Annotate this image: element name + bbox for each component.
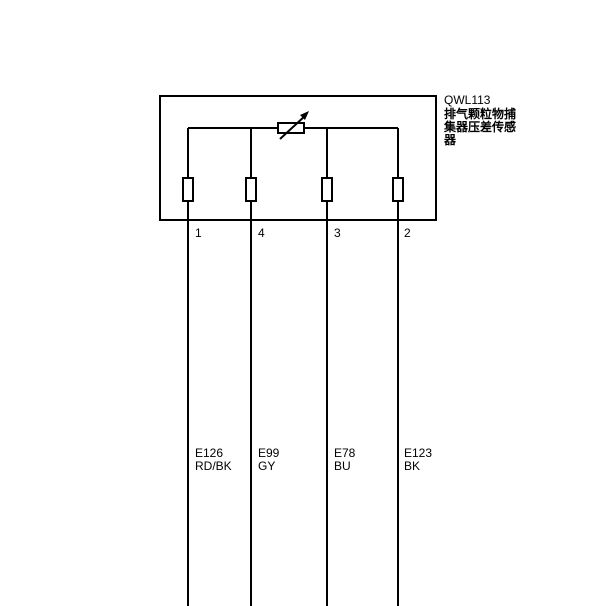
wire-color-1: RD/BK	[195, 459, 232, 473]
pin-branch-1	[182, 128, 194, 606]
component-name-line-2: 集器压差传感	[443, 119, 516, 134]
pin-branch-3	[321, 128, 333, 606]
wire-color-2: BK	[404, 459, 420, 473]
circuit-label-2: E123	[404, 446, 432, 460]
pin-1-resistor-icon	[182, 177, 194, 202]
variable-resistor-icon	[277, 111, 309, 140]
pin-branch-4	[245, 128, 257, 606]
pin-2-resistor-icon	[392, 177, 404, 202]
circuit-label-4: E99	[258, 446, 280, 460]
sensor-housing	[159, 95, 437, 221]
pin-branch-2	[392, 128, 404, 606]
circuit-label-3: E78	[334, 446, 356, 460]
pin-number-2: 2	[404, 226, 411, 240]
circuit-label-1: E126	[195, 446, 223, 460]
pin-number-1: 1	[195, 226, 202, 240]
component-name-line-1: 排气颗粒物捕	[444, 106, 516, 121]
pin-number-4: 4	[258, 226, 265, 240]
component-id: QWL113	[444, 93, 491, 107]
pin-number-3: 3	[334, 226, 341, 240]
wire-color-3: BU	[334, 459, 351, 473]
component-name-line-3: 器	[443, 133, 457, 147]
pin-4-resistor-icon	[245, 177, 257, 202]
pin-3-resistor-icon	[321, 177, 333, 202]
wire-color-4: GY	[258, 459, 275, 473]
